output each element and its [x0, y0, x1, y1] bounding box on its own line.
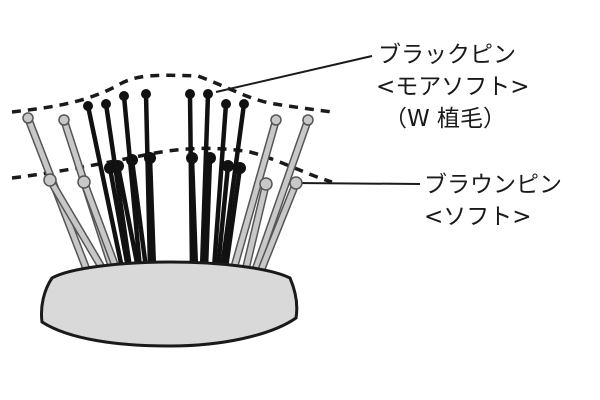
black-pin-label-line1: ブラックピン: [378, 42, 516, 68]
brown-pin-label-line2: <ソフト>: [424, 204, 532, 230]
brown-pin-leader-line: [295, 182, 421, 185]
black-pin-tips: [83, 89, 249, 174]
brown-pin-label-line1: ブラウンピン: [424, 172, 562, 198]
black-pin-tip-envelope: [11, 73, 333, 114]
black-pin-label-line2: <モアソフト>: [376, 74, 530, 100]
brown-pins: [24, 114, 312, 272]
black-pins: [85, 91, 247, 271]
black-pin-label-line3: （W 植毛）: [384, 106, 507, 132]
brown-pin-tips: [22, 112, 314, 191]
brush-cushion: [40, 260, 299, 348]
black-pin-leader-line: [215, 55, 373, 93]
